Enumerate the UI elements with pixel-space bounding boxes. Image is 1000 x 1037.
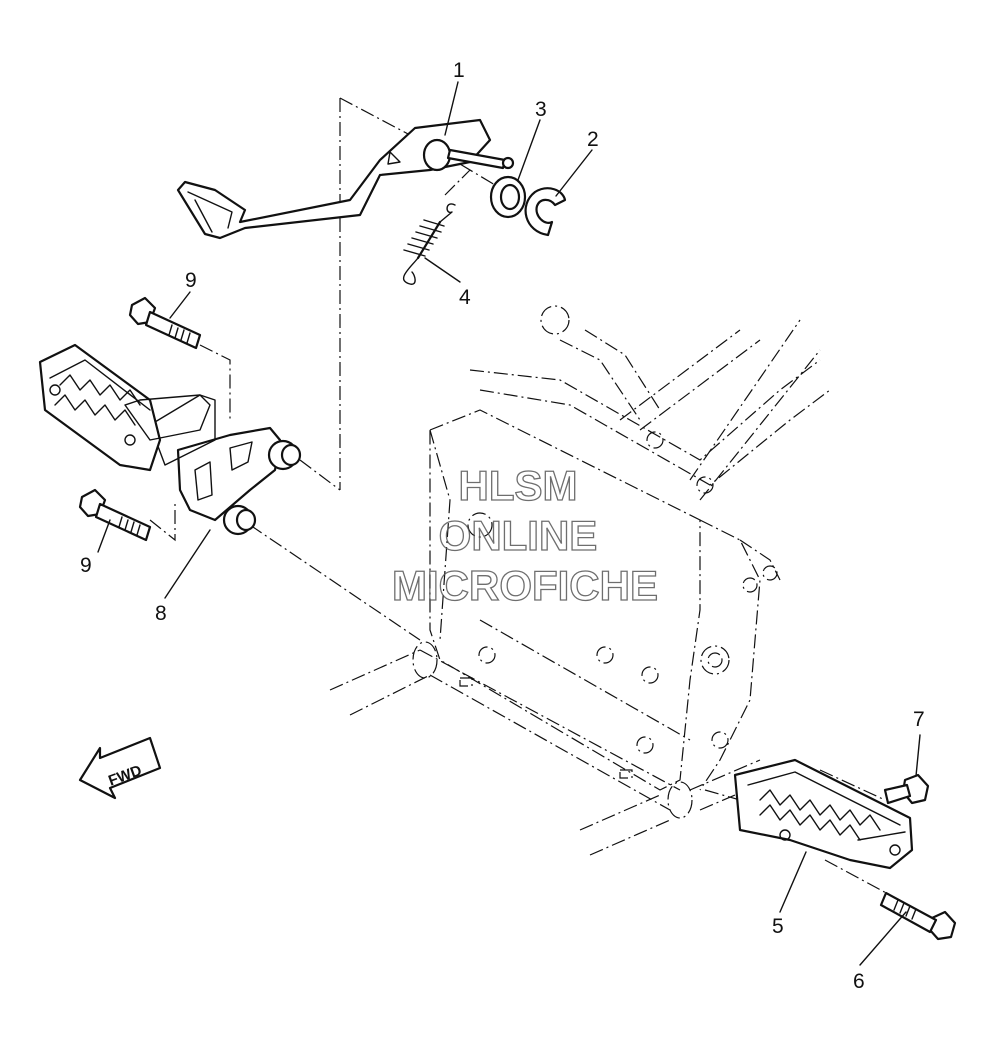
washer [489, 175, 527, 219]
callout-4: 4 [459, 286, 471, 309]
right-footpeg [733, 758, 914, 870]
callout-9-upper: 9 [185, 269, 197, 292]
fwd-direction-badge: FWD [78, 736, 162, 800]
left-lower-bolt [78, 488, 152, 542]
callout-6: 6 [853, 970, 865, 993]
callout-7: 7 [913, 708, 925, 731]
callout-8: 8 [155, 602, 167, 625]
watermark-line-3: MICROFICHE [392, 562, 658, 609]
watermark-line-2: ONLINE [439, 512, 598, 559]
callout-5: 5 [772, 915, 784, 938]
left-upper-bolt [128, 296, 202, 350]
return-spring [403, 203, 456, 285]
callout-3: 3 [535, 98, 547, 121]
watermark: HLSM ONLINE MICROFICHE [391, 461, 658, 609]
watermark-line-1: HLSM [459, 462, 578, 509]
callout-numbers: 1 2 3 4 5 6 7 8 9 9 [80, 59, 925, 993]
left-footpeg [38, 343, 211, 472]
assembly-leader-lines [149, 97, 891, 896]
right-lower-bolt [879, 891, 957, 941]
left-footrest-bracket [149, 394, 302, 536]
frame-outline [329, 305, 831, 856]
callout-2: 2 [587, 128, 599, 151]
callout-1: 1 [453, 59, 465, 82]
brake-pedal [176, 118, 515, 240]
callout-leaders [97, 81, 921, 966]
callout-9-lower: 9 [80, 554, 92, 577]
right-upper-bolt [883, 773, 930, 805]
circlip [524, 187, 567, 237]
